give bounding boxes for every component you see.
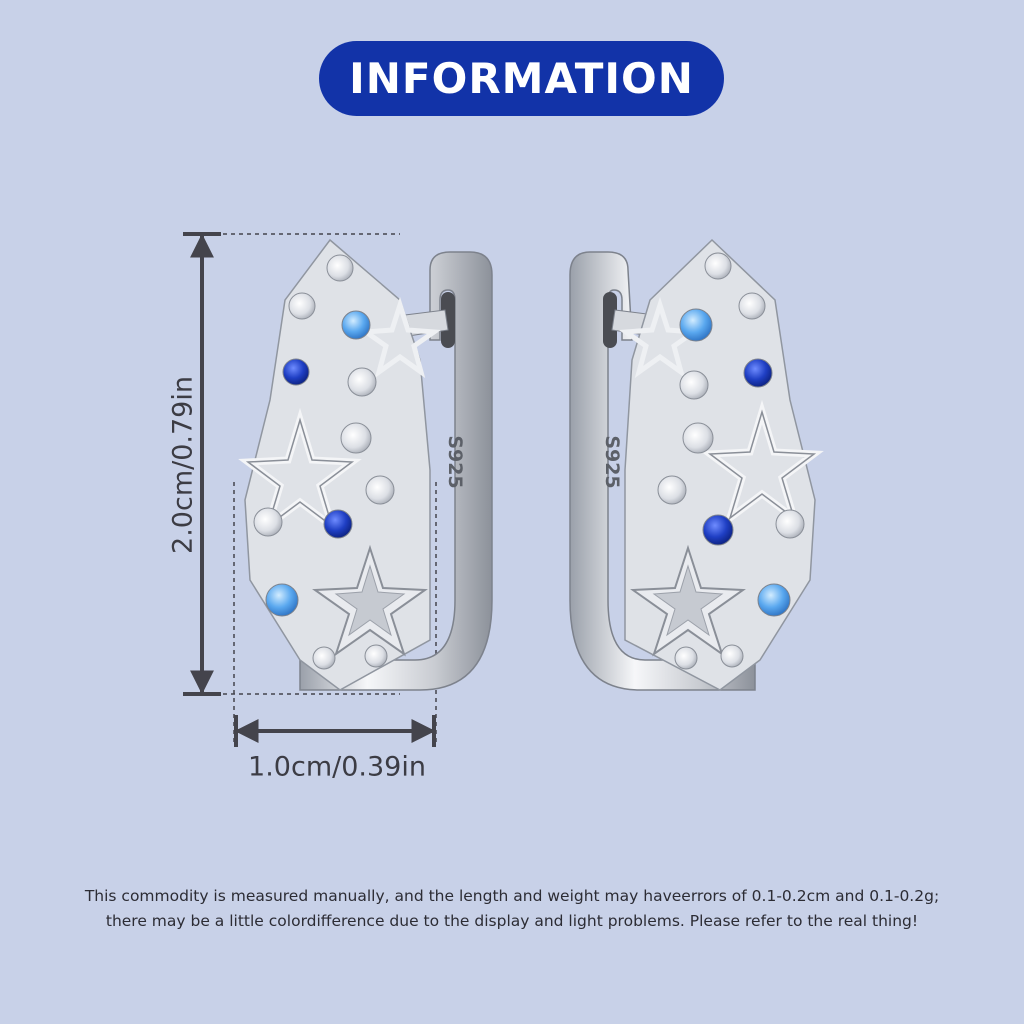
height-dimension (183, 232, 400, 696)
left-earring: S925 (238, 238, 493, 691)
disclaimer: This commodity is measured manually, and… (62, 884, 962, 934)
left-stamp: S925 (444, 435, 466, 488)
disclaimer-line-2: there may be a little colordifference du… (105, 912, 919, 930)
left-hinge-slot (441, 292, 455, 348)
right-earring: S925 (569, 238, 824, 691)
width-dimension (233, 482, 437, 747)
disclaimer-line-1: This commodity is measured manually, and… (84, 887, 940, 905)
left-star-3 (358, 296, 442, 379)
width-label: 1.0cm/0.39in (248, 751, 426, 783)
right-gems (657, 252, 805, 670)
right-hinge-slot (603, 292, 617, 348)
right-stamp: S925 (601, 435, 623, 488)
left-hoop-band (299, 251, 493, 691)
left-gems (253, 254, 395, 670)
left-star-2-inner (334, 564, 406, 637)
right-star-1-outline (707, 409, 817, 520)
height-label: 2.0cm/0.79in (167, 376, 199, 554)
right-hoop-band (569, 251, 756, 691)
banner-title: INFORMATION (349, 54, 694, 103)
left-star-1-outline (245, 417, 355, 528)
right-star-2-inner (652, 564, 724, 637)
information-banner: INFORMATION (319, 41, 724, 116)
